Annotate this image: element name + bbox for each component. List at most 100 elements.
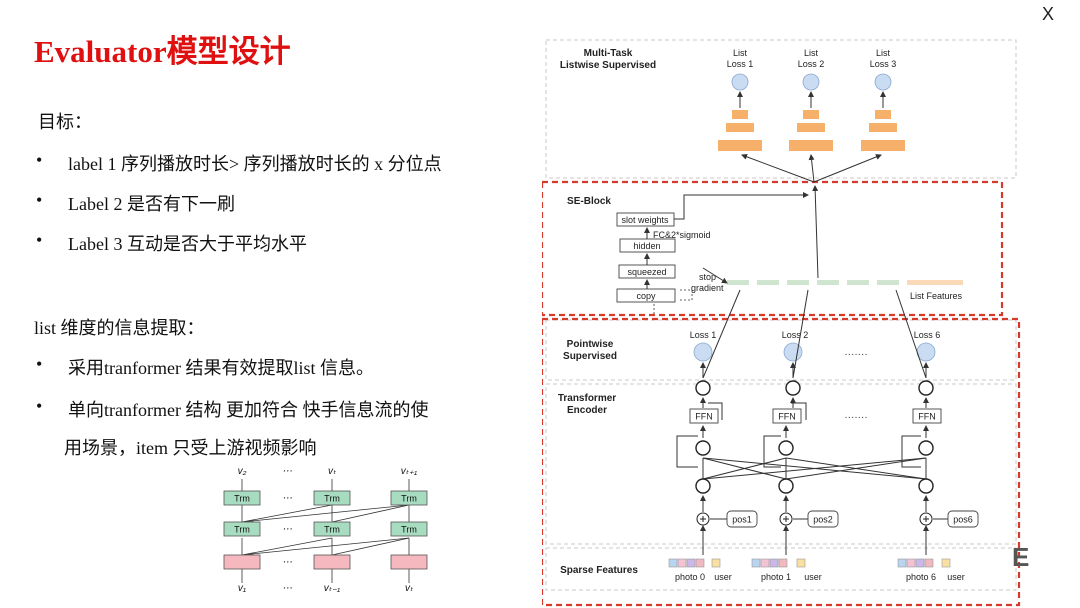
ffn-box — [772, 408, 802, 424]
trm-block — [313, 490, 351, 506]
ffn-label: FFN — [695, 412, 713, 422]
pos-box — [726, 510, 758, 528]
pointwise-loss-circle — [783, 342, 803, 362]
pos-label: pos2 — [813, 515, 833, 525]
bullet-dot: • — [36, 230, 43, 250]
node-circle — [695, 380, 711, 396]
multitask-title: Multi-Task — [584, 48, 633, 59]
list-item-continued: 用场景，item 只受上游视频影响 — [64, 438, 317, 458]
user-label: user — [947, 572, 965, 582]
ellipsis: ⋯ — [282, 557, 292, 568]
output-token-label: vₜ₊₁ — [401, 466, 417, 477]
se-block-highlight — [542, 180, 1004, 317]
stop-gradient-label: stop — [699, 272, 716, 282]
list-loss-label: List — [733, 48, 748, 58]
list-item: 采用tranformer 结果有效提取list 信息。 — [68, 358, 374, 378]
transformer-title: Transformer — [558, 393, 616, 404]
ellipsis: ⋯ — [282, 493, 292, 504]
transformer-title: Encoder — [567, 405, 607, 416]
se-box-label: squeezed — [627, 267, 666, 277]
pointwise-loss-label: Loss 6 — [914, 330, 941, 340]
goal-item: Label 2 是否有下一刷 — [68, 194, 235, 214]
node-circle — [785, 380, 801, 396]
pos-box — [947, 510, 979, 528]
ellipsis: ······· — [844, 412, 867, 423]
fc-label: FC&2*sigmoid — [653, 230, 711, 240]
close-button[interactable]: X — [1042, 4, 1055, 24]
trm-label: Trm — [401, 525, 417, 535]
pointwise-loss-circle — [693, 342, 713, 362]
list-heading: list 维度的信息提取： — [34, 318, 205, 338]
input-token-label: vₜ₋₁ — [324, 583, 340, 594]
list-loss-label: Loss 1 — [727, 59, 754, 69]
se-box-label: slot weights — [621, 215, 669, 225]
ellipsis: ⋯ — [282, 466, 292, 477]
ffn-label: FFN — [778, 412, 796, 422]
se-box-label: copy — [636, 291, 656, 301]
trm-label: Trm — [234, 525, 250, 535]
trm-block — [390, 521, 428, 537]
goals-heading: 目标： — [38, 112, 92, 132]
node-circle — [918, 478, 934, 494]
pos-label: pos1 — [732, 515, 752, 525]
list-feature-cell — [907, 280, 963, 285]
ellipsis: ⋯ — [282, 583, 292, 594]
node-circle — [695, 478, 711, 494]
user-label: user — [714, 572, 732, 582]
slide-title: Evaluator模型设计 — [34, 34, 291, 69]
node-circle — [778, 478, 794, 494]
node-circle — [918, 380, 934, 396]
bullet-dot: • — [36, 190, 43, 210]
bullet-dot: • — [36, 354, 43, 374]
embedding-block — [313, 554, 351, 570]
pointwise-title: Pointwise — [567, 339, 614, 350]
list-loss-circle — [802, 73, 820, 91]
ffn-label: FFN — [918, 412, 936, 422]
trm-label: Trm — [401, 494, 417, 504]
input-token-label: v₁ — [238, 583, 246, 594]
trm-block — [313, 521, 351, 537]
partial-glyph: E — [1012, 542, 1030, 572]
list-loss-label: Loss 3 — [870, 59, 897, 69]
pos-label: pos6 — [953, 515, 973, 525]
pyramid-block — [718, 110, 905, 151]
input-token-label: vₜ — [405, 583, 414, 594]
bullet-dot: • — [36, 396, 43, 416]
sparse-title: Sparse Features — [560, 565, 638, 576]
pointwise-loss-label: Loss 1 — [690, 330, 717, 340]
output-token-label: v₂ — [238, 466, 247, 477]
list-item: 单向tranformer 结构 更加符合 快手信息流的使 — [68, 400, 429, 420]
output-token-label: vₜ — [328, 466, 337, 477]
list-features-label: List Features — [910, 291, 963, 301]
trm-diagram: Trm Trm Trm Trm Trm Trm v₂ ⋯ vₜ vₜ₊₁ ⋯ ⋯… — [223, 466, 428, 594]
multitask-title: Listwise Supervised — [560, 60, 656, 71]
ellipsis: ······· — [844, 349, 867, 360]
architecture-diagram: Multi-Task Listwise Supervised List Loss… — [542, 39, 1021, 607]
trm-label: Trm — [234, 494, 250, 504]
list-feature-cell — [727, 280, 899, 285]
trm-label: Trm — [324, 525, 340, 535]
goal-item: Label 3 互动是否大于平均水平 — [68, 234, 307, 254]
pos-box — [807, 510, 839, 528]
photo-label: photo 0 — [675, 572, 705, 582]
list-loss-circle — [731, 73, 749, 91]
encoder-highlight — [542, 317, 1021, 607]
photo-label: photo 1 — [761, 572, 791, 582]
copy-box — [616, 288, 676, 303]
stop-gradient-label: gradient — [691, 283, 724, 293]
node-circle — [695, 440, 711, 456]
embedding-block — [223, 554, 261, 570]
trm-block — [390, 490, 428, 506]
ffn-box — [689, 408, 719, 424]
list-loss-circle — [874, 73, 892, 91]
ellipsis: ⋯ — [282, 524, 292, 535]
trm-block — [223, 490, 261, 506]
goal-item: label 1 序列播放时长> 序列播放时长的 x 分位点 — [68, 154, 442, 174]
trm-block — [223, 521, 261, 537]
user-label: user — [804, 572, 822, 582]
list-loss-label: List — [804, 48, 819, 58]
list-loss-label: Loss 2 — [798, 59, 825, 69]
ffn-box — [912, 408, 942, 424]
se-block-title: SE-Block — [567, 196, 611, 207]
list-loss-label: List — [876, 48, 891, 58]
